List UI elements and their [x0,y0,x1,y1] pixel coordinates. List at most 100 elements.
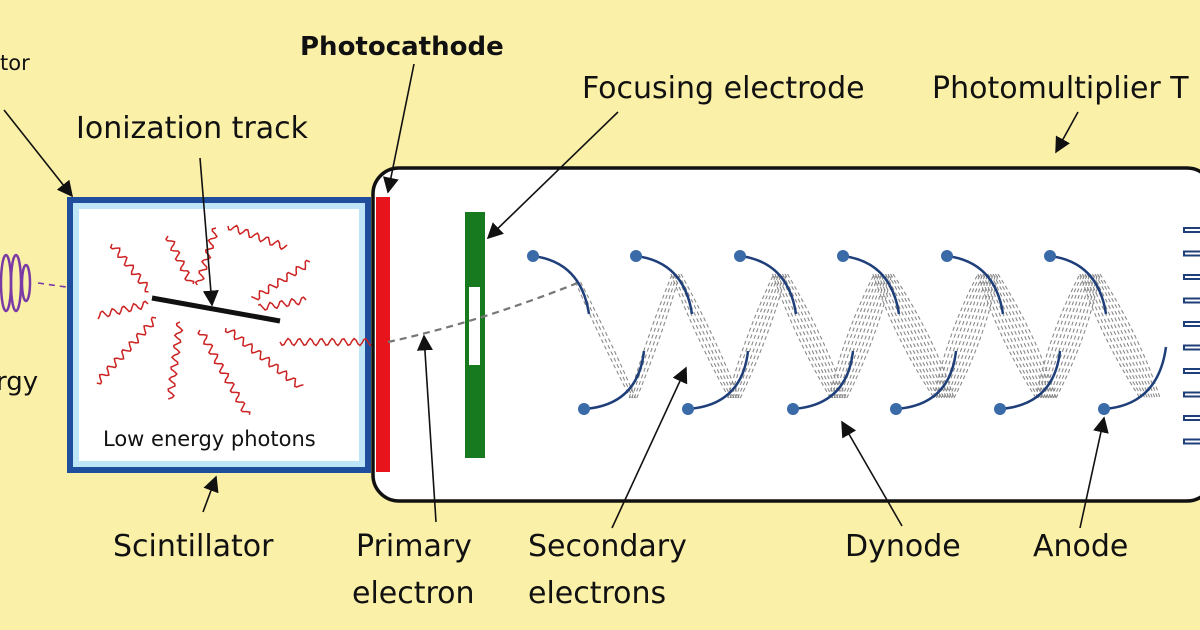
electron-path [1050,273,1096,399]
focusing-electrode-pointer-arrow [486,111,619,240]
secondary-electrons-label-line1: Secondary [528,529,687,564]
output-pin [1183,227,1200,233]
electron-path [890,273,953,399]
dynode-upper-dot [630,250,642,262]
electron-path [1099,273,1161,399]
electron-path [938,273,984,399]
electron-path [1084,273,1146,399]
electron-path [729,273,777,399]
dynode-upper-dot [734,250,746,262]
electron-path [727,273,775,399]
detector-label-partial: tor [0,51,30,75]
electron-path [670,273,730,399]
dynode-lower-dot [994,403,1006,415]
output-pin [1183,415,1200,421]
electron-path [779,273,839,399]
scintillator-label: Scintillator [113,529,274,564]
output-pins [1183,227,1200,445]
electron-path [1045,273,1091,399]
electron-path [1035,273,1081,399]
primary-electron-label-line2: electron [352,576,475,611]
electron-path [892,273,955,399]
dynode-pointer-arrow [841,420,903,527]
incoming-radiation-wave [0,253,32,313]
photon-wave [224,327,304,388]
dynode-upper-dot [941,250,953,262]
electron-path [1086,273,1148,399]
secondary-electrons-pointer-arrow [611,366,688,529]
electron-path [828,273,875,399]
dynode-lower-dot [578,403,590,415]
output-pin [1183,274,1200,280]
primary-electron-label-line1: Primary [356,529,472,564]
scintillator-inner-frame [73,203,365,467]
electron-path [574,281,631,399]
electron-path [1037,273,1083,399]
ionization-track-label: Ionization track [76,111,309,146]
electron-path [879,273,942,399]
pmt-tube-body [371,166,1200,503]
electron-path [1081,273,1143,399]
energy-label-partial: rgy [0,367,38,397]
dynode-upper-dot [1044,250,1056,262]
electron-path [935,273,981,399]
dynode-lower-curve [999,350,1062,411]
detector-pointer-arrow [3,109,73,198]
photocathode-label: Photocathode [300,32,504,62]
anode-label: Anode [1033,529,1128,564]
electron-path [997,273,1057,399]
photon-wave [197,329,251,415]
output-pin [1183,344,1200,351]
electron-path [953,273,999,399]
dynode-lower-curve [792,350,855,411]
photon-wave [251,259,311,301]
electron-path [977,273,1037,399]
electron-path [846,273,893,399]
electron-path [982,273,1042,399]
dynode-lower-dot [890,403,902,415]
output-pin [1183,250,1200,257]
electron-path [943,273,989,399]
dynode-upper-curve [739,254,798,315]
ionization-track [151,295,281,324]
photon-wave [97,300,149,320]
electron-path [945,273,992,399]
photon-wave [257,296,307,311]
electron-path [734,273,782,399]
output-pin [1183,368,1200,374]
output-pin [1183,297,1200,304]
dynode-lower-curve [583,350,646,411]
electron-path [951,273,997,399]
low-energy-photons-label: Low energy photons [103,427,316,451]
electron-path [1092,273,1154,399]
electron-path [1053,273,1099,399]
dynode-lower-dot [787,403,799,415]
photon-wave [96,316,157,385]
electron-path [1094,273,1156,399]
photocathode-pointer-arrow [383,63,415,194]
focusing-electrode-label: Focusing electrode [582,71,865,106]
electron-path [1097,273,1159,399]
electron-path [874,273,937,399]
dynode-lower-curve [895,350,958,411]
electron-path [984,273,1044,399]
pmt-pointer-arrow [1055,111,1079,154]
primary-electron-pointer-arrow [416,334,437,523]
electron-path [1047,273,1094,399]
anode-pointer-arrow [1079,416,1109,529]
electron-path [990,273,1050,399]
dynode-lower-curve [687,350,750,411]
electron-path [872,273,935,399]
electron-path [979,273,1039,399]
dynode-upper-curve [946,254,1005,315]
scintillator-pointer-arrow [202,475,219,513]
electron-path [833,273,880,399]
secondary-electrons-label-line2: electrons [528,576,666,611]
electron-path [831,273,878,399]
anode-curve [1103,346,1168,411]
electron-path [776,273,836,399]
dynode-upper-dot [527,250,539,262]
photon-waves [96,224,373,415]
